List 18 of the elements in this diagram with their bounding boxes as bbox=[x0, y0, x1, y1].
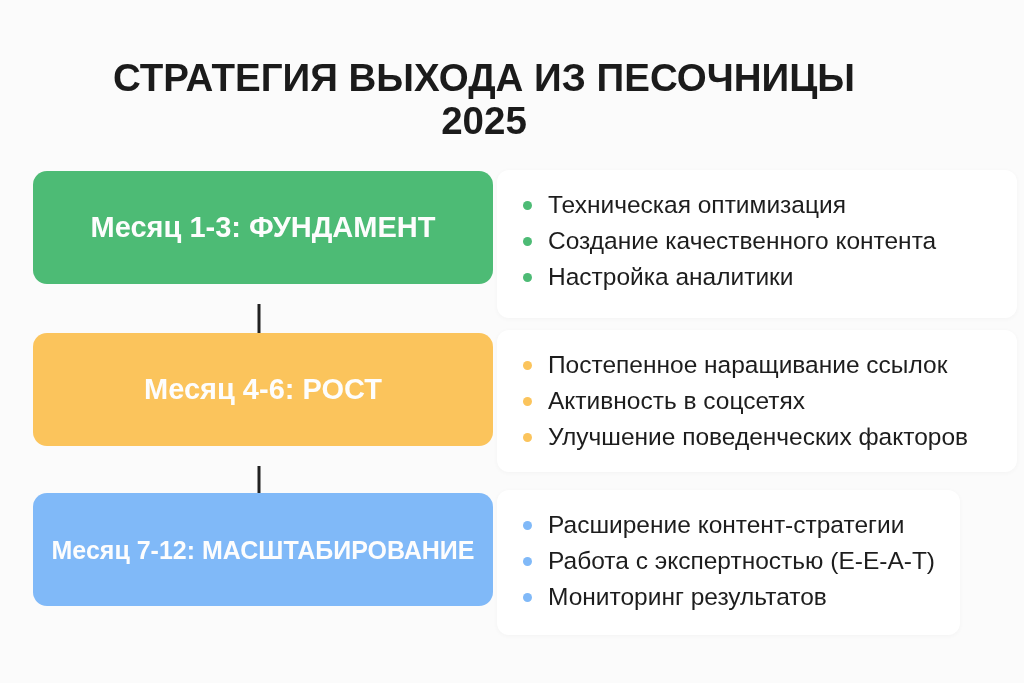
list-item: Настройка аналитики bbox=[548, 263, 794, 291]
phase-box bbox=[33, 493, 493, 606]
phase-box bbox=[33, 333, 493, 446]
list-item: Улучшение поведенческих факторов bbox=[548, 423, 969, 451]
connector-line bbox=[257, 466, 261, 493]
list-item: Работа с экспертностью (E-E-A-T) bbox=[548, 547, 935, 575]
connector-line bbox=[257, 304, 261, 333]
phase-title: Месяц 1-3: ФУНДАМЕНТ bbox=[90, 210, 436, 245]
list-item: Техническая оптимизация bbox=[548, 191, 846, 219]
list-item: Активность в соцсетях bbox=[548, 387, 805, 415]
phase-box bbox=[33, 171, 493, 284]
phase-title: Месяц 4-6: РОСТ bbox=[144, 372, 382, 407]
list-item: Создание качественного контента bbox=[548, 227, 937, 255]
list-item: Постепенное наращивание ссылок bbox=[548, 351, 948, 379]
list-item: Расширение контент-стратегии bbox=[548, 511, 905, 539]
phase-title: Месяц 7-12: МАСШТАБИРОВАНИЕ bbox=[51, 534, 475, 565]
list-item: Мониторинг результатов bbox=[548, 583, 827, 611]
title: СТРАТЕГИЯ ВЫХОДА ИЗ ПЕСОЧНИЦЫ 2025 bbox=[111, 56, 857, 142]
